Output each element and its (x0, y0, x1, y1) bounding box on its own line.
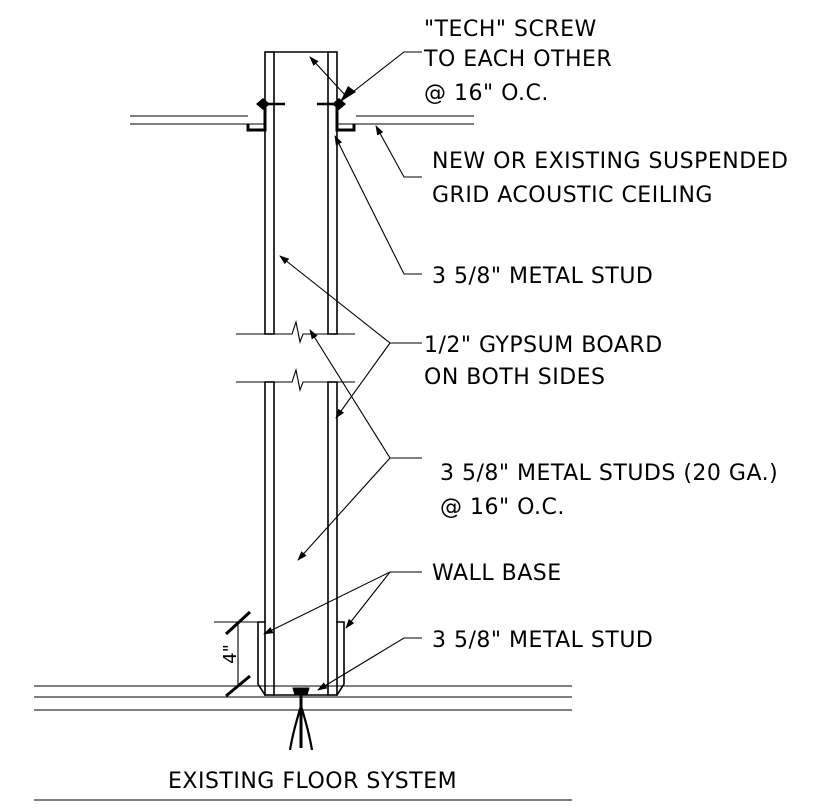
ceiling-label-line1: NEW OR EXISTING SUSPENDED (432, 149, 789, 174)
gypsum-label-line1: 1/2" GYPSUM BOARD (424, 333, 663, 358)
tech-screw-label-line1: "TECH" SCREW (424, 17, 597, 42)
floor-label: EXISTING FLOOR SYSTEM (168, 769, 457, 794)
base-height-dimension: 4" (214, 610, 258, 698)
floor-anchor-icon (288, 694, 314, 751)
ceiling-grid-angles (246, 106, 356, 132)
studs-label-line1: 3 5/8" METAL STUDS (20 GA.) (440, 461, 778, 486)
ceiling-label-line2: GRID ACOUSTIC CEILING (432, 183, 713, 208)
base-height-label: 4" (220, 644, 241, 664)
wall-base-label: WALL BASE (432, 561, 562, 586)
bottom-stud-label: 3 5/8" METAL STUD (432, 628, 653, 653)
tech-screw-label-line2: TO EACH OTHER (423, 47, 612, 72)
gypsum-board-left (264, 51, 275, 696)
wall-base (257, 621, 345, 697)
ceiling-grid (130, 115, 474, 125)
annotations: "TECH" SCREW TO EACH OTHER @ 16" O.C. NE… (34, 17, 789, 801)
top-stud-label: 3 5/8" METAL STUD (432, 264, 653, 289)
tech-screws (256, 98, 346, 110)
gypsum-label-line2: ON BOTH SIDES (424, 365, 606, 390)
studs-label-line2: @ 16" O.C. (440, 495, 565, 520)
leader-lines (263, 51, 422, 691)
tech-screw-label-line3: @ 16" O.C. (424, 81, 549, 106)
